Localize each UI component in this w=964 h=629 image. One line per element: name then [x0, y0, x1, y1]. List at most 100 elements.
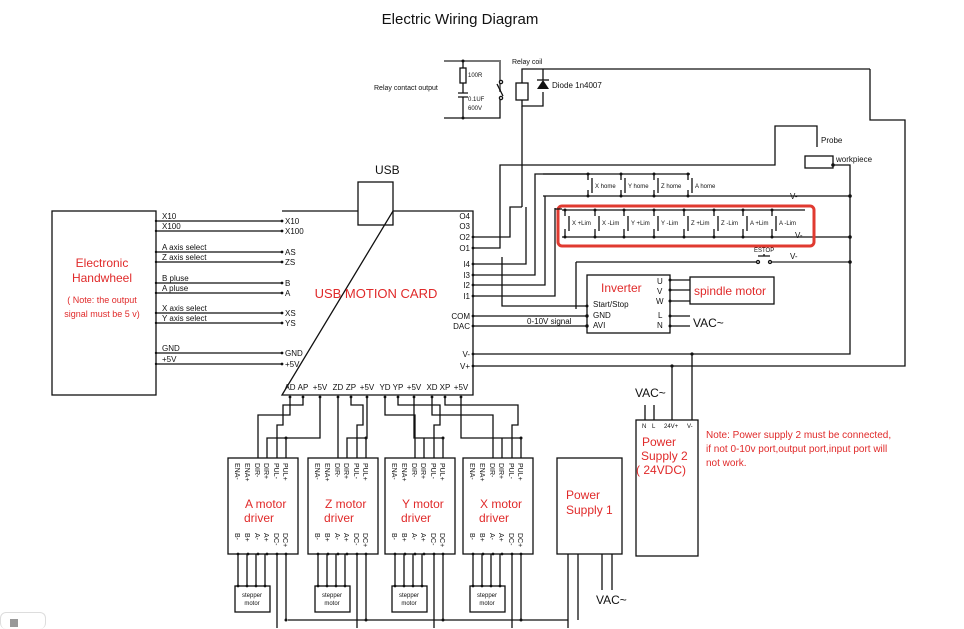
card-pin-left: B [285, 279, 290, 288]
pin-dot [586, 172, 590, 176]
relay-section: 100R 0.1UF 600V Relay contact output Rel… [374, 59, 870, 207]
pin-dot [154, 321, 158, 325]
card-pin-left: X10 [285, 217, 300, 226]
card-pin-bottom: AD [284, 383, 295, 392]
driver-name: driver [324, 511, 354, 525]
card-pin-bottom: XP [440, 383, 451, 392]
pin-dot [154, 291, 158, 295]
svg-text:L: L [658, 311, 663, 320]
driver-top-pin: ENA- [233, 463, 240, 480]
stepper-label: stepper [242, 593, 262, 599]
driver-top-pin: ENA+ [478, 463, 485, 481]
driver-top-pin: ENA- [390, 463, 397, 480]
pin-dot [770, 235, 774, 239]
card-pin-left: YS [285, 319, 296, 328]
handwheel-signal-label: Y axis select [162, 314, 208, 323]
driver-top-pin: PUL+ [281, 463, 288, 481]
driver-name: Y motor [402, 497, 444, 511]
svg-text:Power: Power [566, 488, 600, 502]
wire-o2 [473, 206, 522, 238]
driver-bottom-pin: A- [488, 533, 495, 541]
card-pin-left: ZS [285, 258, 295, 267]
driver-bottom-pin: B+ [323, 533, 330, 542]
power-supply-2: N L 24V+ V- Power Supply 2 ( 24VDC) VAC~ [635, 352, 699, 557]
card-pin-bottom: YD [379, 383, 390, 392]
pin-dot [770, 208, 774, 212]
card-pin-left: XS [285, 309, 296, 318]
driver-top-pin: DIR- [410, 463, 417, 478]
pin-dot [622, 208, 626, 212]
card-pin-right: I2 [463, 281, 470, 290]
inverter-vac-label: VAC~ [693, 316, 724, 330]
limit-switch-label: Y +Lim [631, 221, 650, 227]
driver-top-pin: PUL+ [438, 463, 445, 481]
pul-wire [397, 397, 441, 458]
svg-text:V-: V- [790, 192, 798, 201]
svg-text:if not 0-10v port,output port,: if not 0-10v port,output port,input port… [706, 444, 887, 455]
dir-wire [431, 397, 494, 458]
home-switch-label: Y home [628, 184, 649, 190]
plus5v-wire [413, 397, 444, 458]
svg-text:N: N [657, 321, 663, 330]
driver-bottom-pin: B- [313, 533, 320, 541]
driver-top-pin: DIR- [253, 463, 260, 478]
driver-top-pin: DIR+ [419, 463, 426, 479]
probe-section: Probe workpiece [473, 69, 906, 367]
svg-text:24V+: 24V+ [664, 424, 679, 430]
pin-dot [686, 194, 690, 198]
card-pin-left: GND [285, 349, 303, 358]
stepper-label: stepper [477, 593, 497, 599]
electronic-handwheel: Electronic Handwheel ( Note: the output … [51, 210, 282, 396]
card-pin-right: COM [451, 312, 470, 321]
driver-top-pin: ENA- [468, 463, 475, 480]
relay-coil-label: Relay coil [512, 59, 543, 66]
svg-text:0.1UF: 0.1UF [468, 97, 485, 103]
dac-signal-label: 0-10V signal [527, 317, 572, 326]
driver-bottom-pin: A+ [342, 533, 349, 542]
driver-top-pin: ENA+ [243, 463, 250, 481]
pin-dot [741, 208, 745, 212]
pin-dot [563, 235, 567, 239]
pin-dot [345, 552, 349, 556]
card-pin-right: O4 [459, 212, 470, 221]
limit-switch-highlight [556, 204, 816, 248]
pin-dot [265, 552, 269, 556]
pin-dot [586, 194, 590, 198]
svg-text:Start/Stop: Start/Stop [593, 300, 629, 309]
pul-wire [350, 397, 364, 458]
card-pin-right: I1 [463, 292, 470, 301]
diagram-title: Electric Wiring Diagram [382, 11, 539, 28]
svg-text:100R: 100R [468, 73, 483, 79]
driver-top-pin: DIR+ [262, 463, 269, 479]
pin-dot [563, 208, 567, 212]
svg-text:ESTOP: ESTOP [754, 248, 774, 254]
pin-dot [154, 362, 158, 366]
stepper-label: motor [401, 601, 416, 607]
card-pin-left: A [285, 289, 291, 298]
svg-text:spindle motor: spindle motor [694, 284, 766, 298]
pin-dot [712, 235, 716, 239]
limit-switch-label: Z +Lim [691, 221, 710, 227]
card-pin-right: V+ [460, 362, 470, 371]
card-pin-bottom: YP [393, 383, 404, 392]
driver-bottom-pin: DC+ [516, 533, 523, 547]
motor-driver-a: ENA-B-ENA+B+DIR-A-DIR+A+PUL-DC-PUL+DC+A … [227, 397, 321, 628]
limit-switch-label: A -Lim [779, 221, 796, 227]
stepper-label: motor [244, 601, 259, 607]
motion-card-name: USB MOTION CARD [315, 286, 438, 301]
usb-port [357, 181, 394, 226]
driver-bottom-pin: DC- [272, 533, 279, 546]
driver-bottom-pin: A+ [497, 533, 504, 542]
driver-bottom-pin: DC+ [438, 533, 445, 547]
svg-text:Electronic: Electronic [76, 256, 129, 270]
probe-label: Probe [821, 136, 843, 145]
pin-dot [652, 172, 656, 176]
pin-dot [741, 235, 745, 239]
diode-icon [537, 80, 549, 89]
pin-dot [491, 552, 495, 556]
driver-name: driver [479, 511, 509, 525]
pin-dot [422, 552, 426, 556]
driver-top-pin: DIR+ [497, 463, 504, 479]
svg-text:Handwheel: Handwheel [72, 271, 132, 285]
